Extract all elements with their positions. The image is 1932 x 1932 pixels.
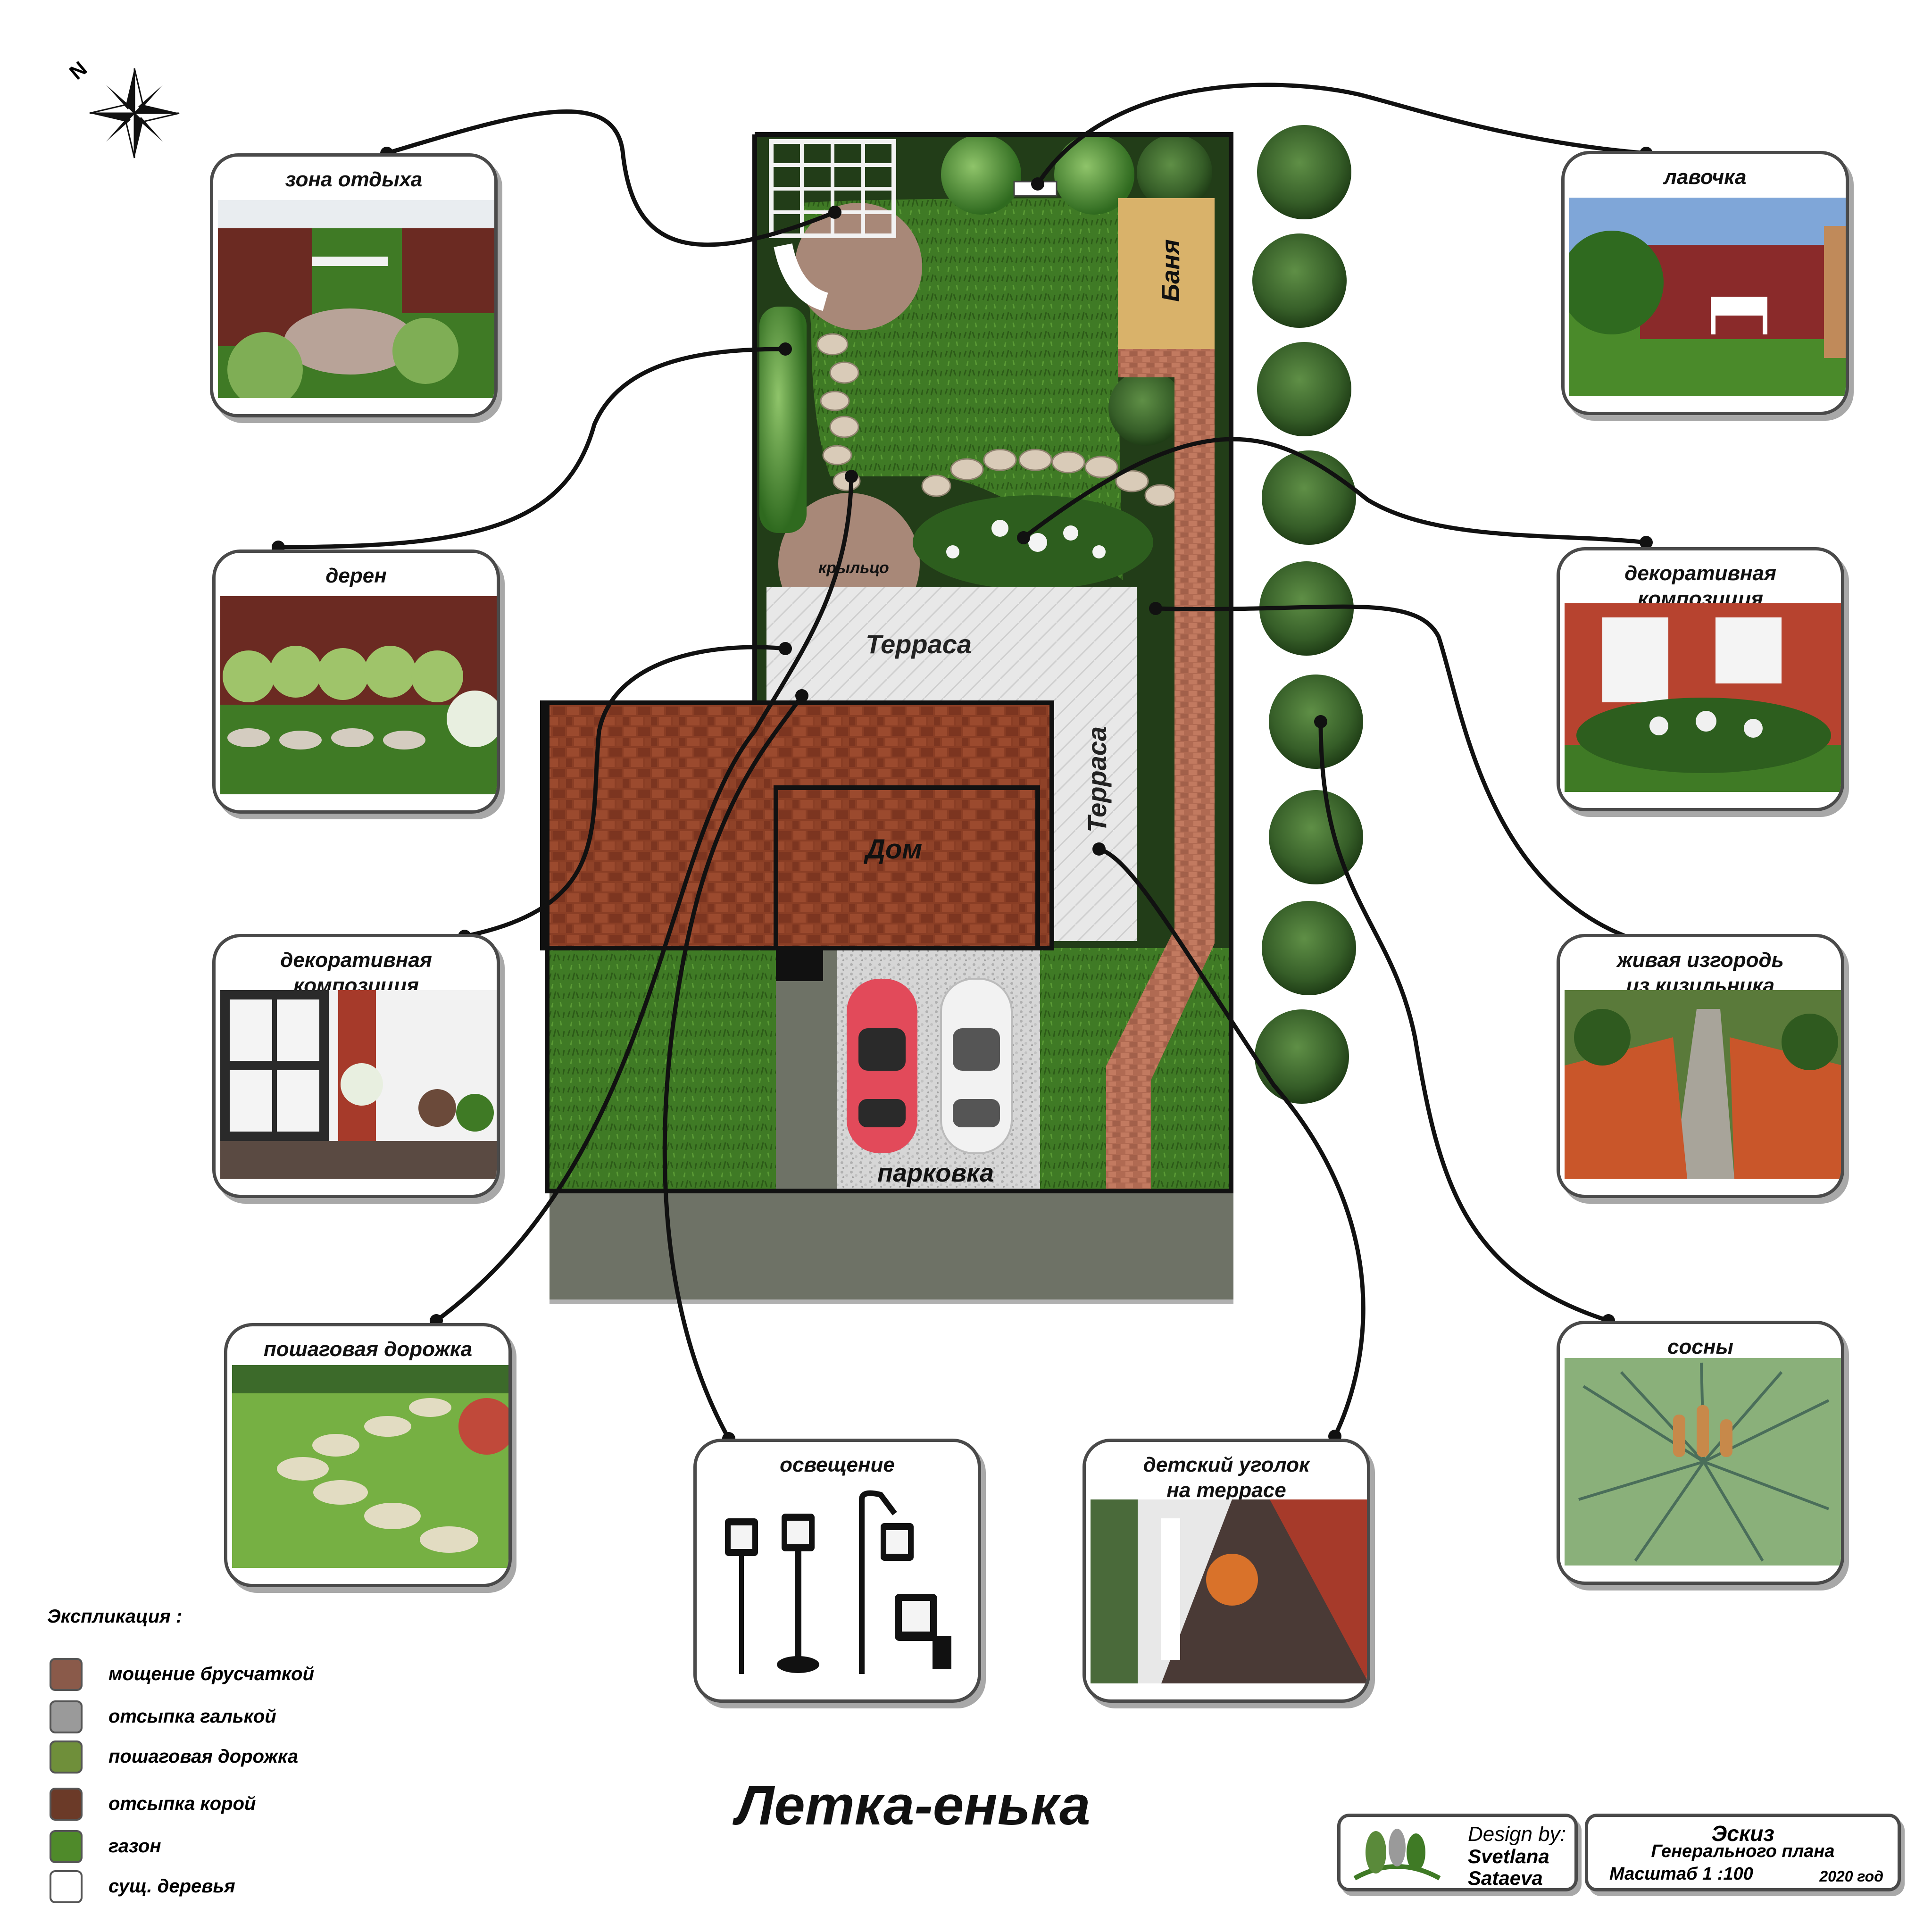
- doc-subtitle: Генерального плана: [1651, 1841, 1835, 1861]
- tree-top-left: [941, 134, 1021, 215]
- driveway: [776, 950, 837, 1191]
- callout-leader-lines: [278, 83, 1647, 1440]
- banya-label: Баня: [1157, 239, 1185, 302]
- brick-path: [1106, 349, 1215, 1191]
- kids-corner-photo: [1091, 1499, 1367, 1683]
- card-step-path: пошаговая дорожка: [224, 1323, 512, 1587]
- card-hedge: живая изгородь из кизильника: [1557, 934, 1844, 1198]
- card-title: дерен: [325, 564, 387, 587]
- banya-building: [1118, 198, 1215, 349]
- compass-rose-icon: [89, 68, 180, 158]
- step-path-photo: [232, 1365, 508, 1568]
- tree-top-right: [1054, 134, 1134, 215]
- card-kids-corner: детский уголок на террасе: [1083, 1439, 1370, 1703]
- legend-title: Экспликация :: [47, 1606, 183, 1627]
- legend-swatch-lawn: [50, 1830, 83, 1863]
- title-block-box: Эскиз Генерального плана Масштаб 1 :100 …: [1585, 1814, 1901, 1891]
- rest-zone-photo: [218, 200, 494, 398]
- terrace-side: [1052, 703, 1137, 941]
- designer-logo-icon: [1353, 1829, 1441, 1881]
- designer-first-name: Svetlana: [1468, 1845, 1549, 1867]
- hedge-photo: [1565, 990, 1841, 1179]
- house-core: [774, 785, 1040, 950]
- terrace-side-label: Терраса: [1082, 726, 1112, 833]
- legend-label: мощение брусчаткой: [108, 1664, 315, 1684]
- card-rest-zone: зона отдыха: [210, 153, 498, 417]
- legend-label: отсыпка корой: [108, 1793, 256, 1814]
- legend-swatch-step-path: [50, 1740, 83, 1774]
- designer-credit-box: Design by: Svetlana Sataeva: [1337, 1814, 1578, 1891]
- parking-label: парковка: [877, 1159, 994, 1187]
- legend-label: пошаговая дорожка: [108, 1746, 298, 1767]
- terrace-top: [766, 587, 1137, 703]
- terrace-top-label: Терраса: [866, 629, 972, 659]
- designer-last-name: Sataeva: [1468, 1867, 1543, 1889]
- legend-swatch-existing-trees: [50, 1870, 83, 1903]
- lighting-icons: [701, 1485, 978, 1683]
- card-deco-left: декоративная композиция: [212, 934, 500, 1198]
- callout-anchor-dots: [272, 147, 1653, 1445]
- red-car-icon: [847, 979, 917, 1153]
- card-deren: дерен: [212, 550, 500, 814]
- card-title: сосны: [1667, 1335, 1733, 1358]
- house-roof: [540, 700, 1054, 950]
- legend-swatch-paving: [50, 1658, 83, 1691]
- card-title: детский уголок на террасе: [1143, 1453, 1310, 1502]
- card-title: пошаговая дорожка: [263, 1338, 473, 1361]
- compass-north-label: N: [65, 57, 92, 84]
- porch-label: крыльцо: [818, 559, 889, 577]
- card-bench: лавочка: [1561, 151, 1849, 415]
- deco-left-photo: [220, 990, 497, 1179]
- scale-label: Масштаб 1 :100: [1609, 1864, 1753, 1884]
- plot-border: [545, 132, 1233, 1193]
- legend-label: отсыпка галькой: [108, 1706, 276, 1727]
- white-car-icon: [940, 978, 1013, 1154]
- street-strip: [550, 1191, 1233, 1299]
- legend-label: сущ. деревья: [108, 1876, 235, 1897]
- card-title: лавочка: [1664, 166, 1747, 189]
- legend-swatch-pebble: [50, 1700, 83, 1733]
- card-title: освещение: [780, 1453, 895, 1476]
- deren-hedge: [759, 307, 807, 533]
- card-pines: сосны: [1557, 1321, 1844, 1585]
- house-label: Дом: [863, 834, 922, 865]
- design-by-label: Design by:: [1468, 1823, 1566, 1846]
- year-label: 2020 год: [1819, 1868, 1883, 1885]
- bench-photo: [1569, 198, 1846, 396]
- deren-photo: [220, 596, 497, 794]
- stepping-stones: [816, 333, 1176, 507]
- pine-tree-row: [1252, 125, 1363, 1104]
- card-title: зона отдыха: [285, 168, 423, 191]
- deco-right-photo: [1565, 603, 1841, 792]
- tree-top-corner: [1137, 134, 1212, 210]
- legend-label: газон: [108, 1836, 161, 1857]
- card-deco-right: декоративная композиция: [1557, 547, 1844, 811]
- doc-title: Эскиз: [1711, 1821, 1774, 1846]
- pines-photo: [1565, 1358, 1841, 1566]
- card-lighting: освещение: [693, 1439, 981, 1703]
- main-title: Летка-енька: [736, 1774, 1091, 1837]
- legend-swatch-bark: [50, 1788, 83, 1821]
